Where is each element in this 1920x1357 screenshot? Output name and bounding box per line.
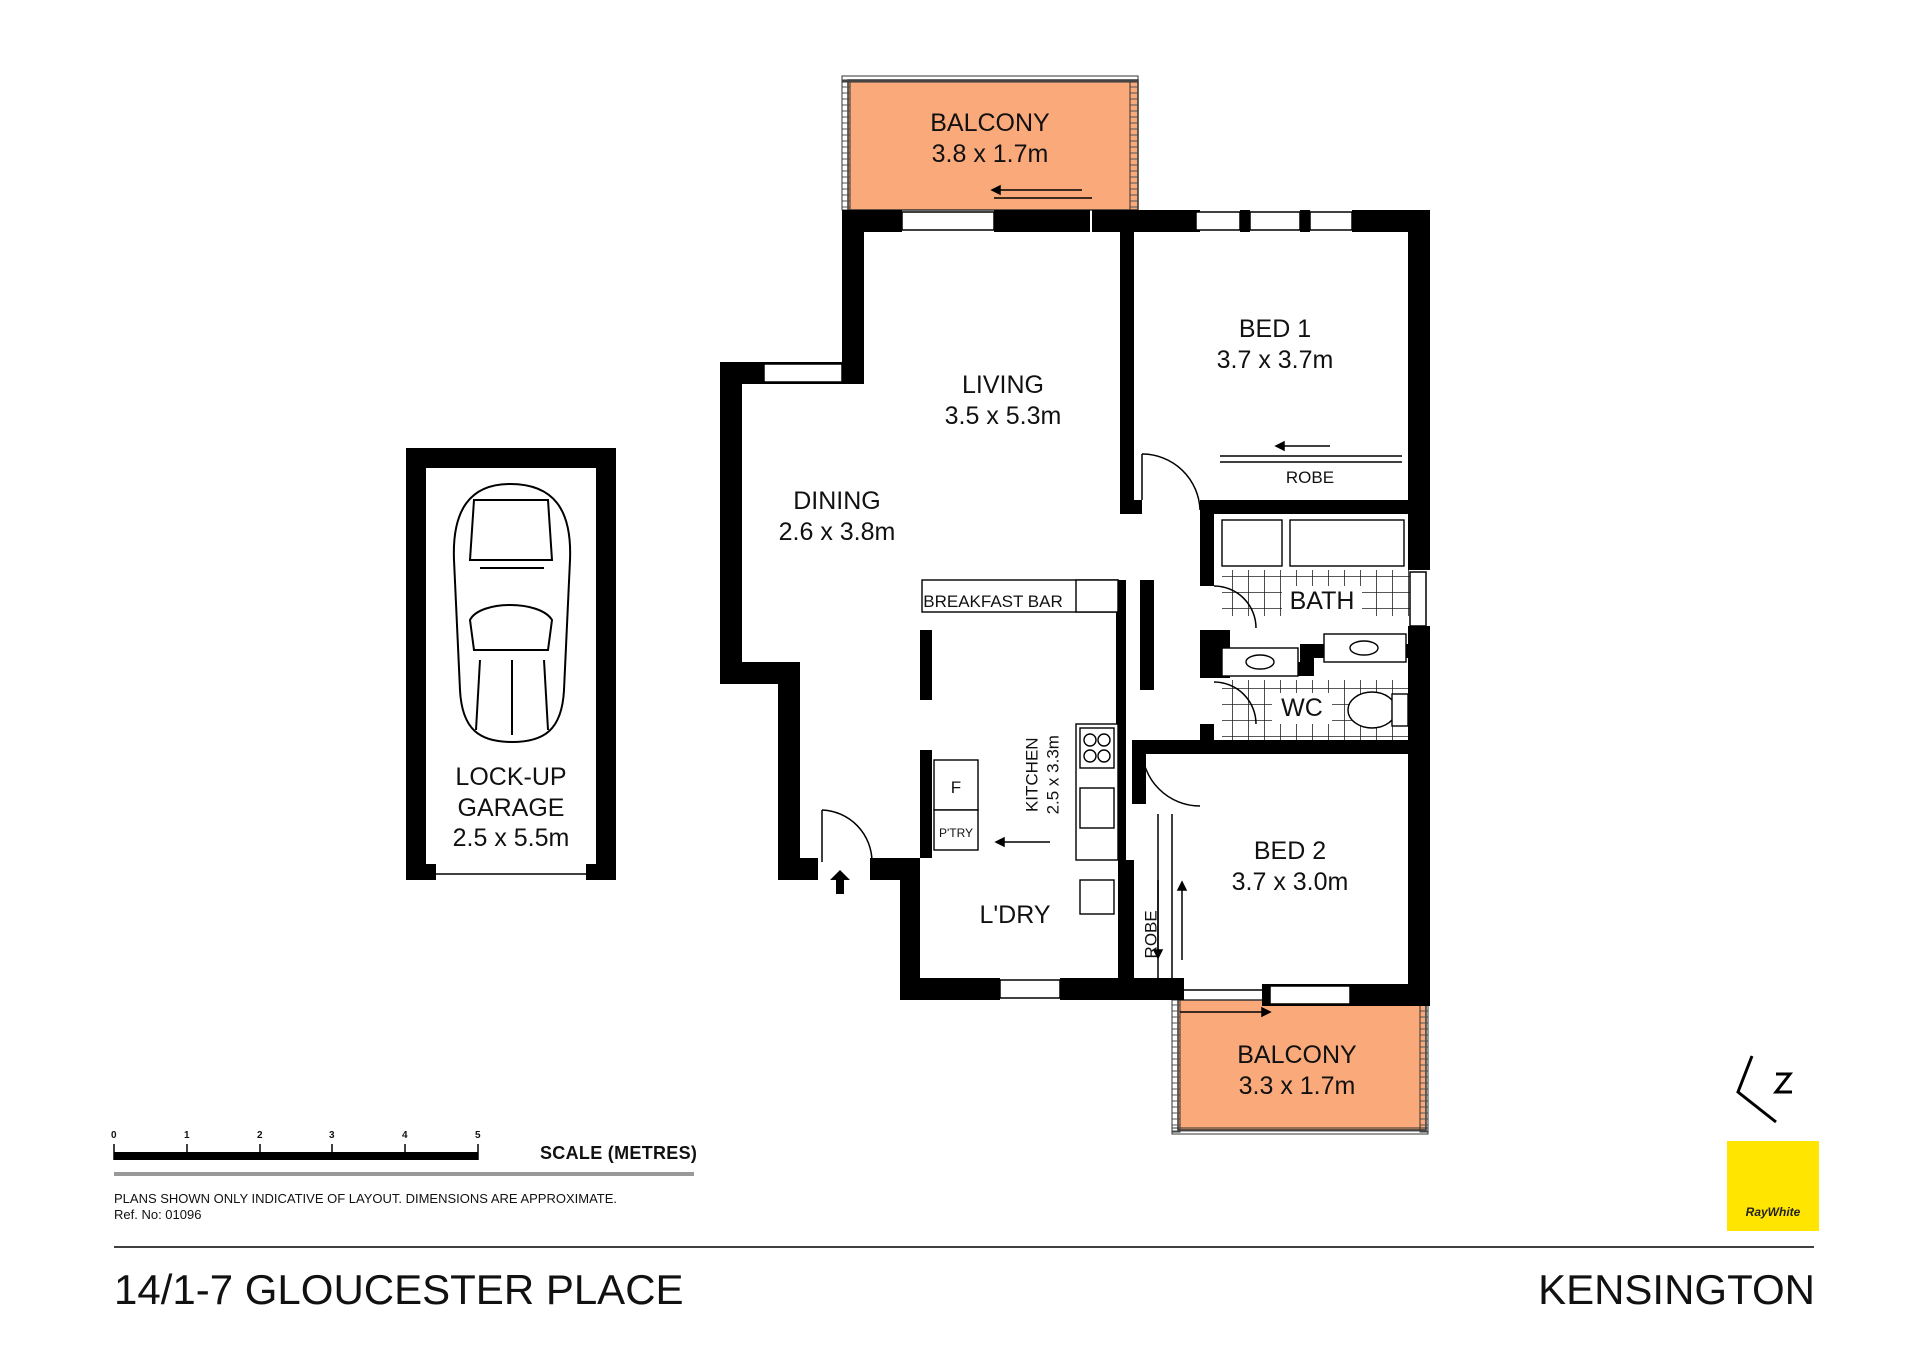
scale-tick-3: 3 xyxy=(329,1130,335,1141)
scale-bar xyxy=(113,1144,694,1176)
balcony-bottom-size: 3.3 x 1.7m xyxy=(1238,1071,1356,1100)
fixtures xyxy=(921,519,1409,915)
property-address: 14/1-7 GLOUCESTER PLACE xyxy=(114,1266,684,1313)
bed1-name: BED 1 xyxy=(1238,315,1312,343)
kitchen-size: 2.5 x 3.3m xyxy=(1043,735,1062,815)
disclaimer: PLANS SHOWN ONLY INDICATIVE OF LAYOUT. D… xyxy=(114,1191,617,1224)
garage-name-1: LOCK-UP xyxy=(455,763,567,791)
fridge-label: F xyxy=(950,778,962,797)
bed1-size: 3.7 x 3.7m xyxy=(1216,345,1334,374)
reference-number: Ref. No: 01096 xyxy=(114,1207,202,1223)
living-label: LIVING 3.5 x 5.3m xyxy=(918,370,1088,431)
bed2-name: BED 2 xyxy=(1253,837,1327,865)
north-arrow-icon xyxy=(1736,1055,1794,1124)
living-size: 3.5 x 5.3m xyxy=(944,401,1062,430)
wc-label: WC xyxy=(1272,693,1332,724)
bath-label: BATH xyxy=(1282,586,1362,617)
bed2-size: 3.7 x 3.0m xyxy=(1231,867,1349,896)
garage-outline xyxy=(406,448,616,880)
dining-name: DINING xyxy=(793,487,881,515)
balcony-bottom-label: BALCONY 3.3 x 1.7m xyxy=(1212,1040,1382,1101)
pantry-label: P'TRY xyxy=(938,826,974,840)
garage-size: 2.5 x 5.5m xyxy=(452,824,570,852)
scale-tick-2: 2 xyxy=(257,1130,263,1141)
balcony-top xyxy=(841,75,1139,211)
balcony-top-label: BALCONY 3.8 x 1.7m xyxy=(905,108,1075,169)
living-name: LIVING xyxy=(962,371,1044,399)
kitchen-name: KITCHEN xyxy=(1022,737,1042,813)
balcony-bottom xyxy=(1171,999,1429,1135)
dining-label: DINING 2.6 x 3.8m xyxy=(752,486,922,547)
property-suburb: KENSINGTON xyxy=(1538,1266,1815,1313)
robe2-label: ROBE xyxy=(1141,910,1161,959)
garage-label: LOCK-UP GARAGE 2.5 x 5.5m xyxy=(426,762,596,854)
bed2-label: BED 2 3.7 x 3.0m xyxy=(1205,836,1375,897)
garage-name-2: GARAGE xyxy=(457,793,565,822)
balcony-top-name: BALCONY xyxy=(930,109,1050,137)
kitchen-label: KITCHEN 2.5 x 3.3m xyxy=(1022,690,1063,860)
balcony-bottom-name: BALCONY xyxy=(1237,1041,1357,1069)
robe1-label: ROBE xyxy=(1285,468,1335,487)
entry-arrow-icon xyxy=(830,870,850,894)
breakfast-bar-label: BREAKFAST BAR xyxy=(923,592,1063,611)
scale-tick-1: 1 xyxy=(184,1130,190,1141)
car-icon xyxy=(452,482,572,744)
scale-tick-5: 5 xyxy=(475,1130,481,1141)
windows xyxy=(763,211,1427,1005)
disclaimer-text: PLANS SHOWN ONLY INDICATIVE OF LAYOUT. D… xyxy=(114,1191,618,1206)
door-swings xyxy=(821,453,1257,863)
slide-arrows xyxy=(990,184,1330,1018)
bed1-label: BED 1 3.7 x 3.7m xyxy=(1190,314,1360,375)
scale-title: SCALE (METRES) xyxy=(540,1143,698,1163)
scale-tick-4: 4 xyxy=(402,1130,408,1141)
scale-tick-0: 0 xyxy=(111,1130,117,1141)
balcony-top-size: 3.8 x 1.7m xyxy=(931,139,1049,168)
dining-size: 2.6 x 3.8m xyxy=(778,517,896,546)
laundry-label: L'DRY xyxy=(979,901,1051,929)
brand-name: RayWhite xyxy=(1745,1205,1801,1219)
sliding-doors xyxy=(994,197,1402,991)
raywhite-logo: RayWhite xyxy=(1727,1141,1819,1231)
